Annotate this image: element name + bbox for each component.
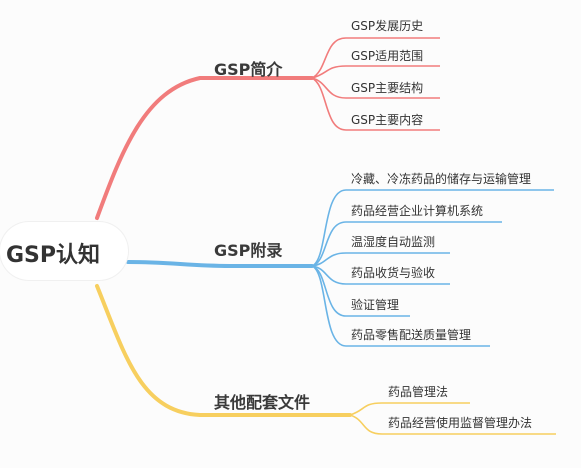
leaf-gsp-content[interactable]: GSP主要内容 — [351, 113, 424, 127]
leaf-gsp-scope[interactable]: GSP适用范围 — [351, 49, 424, 63]
leaf-supervision-measures[interactable]: 药品经营使用监督管理办法 — [388, 416, 533, 430]
connector-gsp-appendix-leaf-2 — [311, 221, 502, 267]
connector-gsp-appendix-leaf-3 — [311, 252, 450, 267]
leaf-receiving-inspection[interactable]: 药品收货与验收 — [351, 266, 436, 280]
connector-gsp-appendix-leaf-6 — [311, 265, 490, 347]
branch-gsp-intro[interactable]: GSP简介 — [214, 60, 283, 79]
connector-other-docs-leaf-1 — [349, 402, 470, 416]
leaf-validation-management[interactable]: 验证管理 — [351, 298, 400, 312]
branch-gsp-appendix-connectors — [126, 189, 554, 347]
root-node-label: GSP认知 — [6, 243, 101, 268]
branch-gsp-appendix[interactable]: GSP附录 — [214, 241, 283, 260]
leaf-retail-delivery-quality[interactable]: 药品零售配送质量管理 — [351, 328, 472, 342]
leaf-computer-system[interactable]: 药品经营企业计算机系统 — [351, 204, 484, 218]
leaf-gsp-structure[interactable]: GSP主要结构 — [351, 81, 424, 95]
connector-other-docs-leaf-2 — [349, 414, 556, 435]
branch-other-docs[interactable]: 其他配套文件 — [214, 393, 311, 412]
leaf-temp-humidity-monitoring[interactable]: 温湿度自动监测 — [351, 235, 436, 249]
connector-gsp-appendix-leaf-1 — [311, 189, 554, 267]
connector-gsp-intro-leaf-4 — [311, 77, 440, 131]
leaf-cold-chain-management[interactable]: 冷藏、冷冻药品的储存与运输管理 — [351, 172, 532, 186]
connector-gsp-appendix-leaf-4 — [311, 265, 450, 285]
branch-gsp-intro-connectors — [95, 37, 440, 220]
branch-other-docs-connectors — [95, 284, 556, 435]
connector-gsp-appendix-leaf-5 — [311, 265, 410, 317]
connector-root-to-other-docs — [95, 284, 352, 417]
connector-gsp-intro-leaf-1 — [311, 37, 440, 79]
leaf-gsp-history[interactable]: GSP发展历史 — [351, 19, 424, 33]
connector-gsp-intro-leaf-2 — [311, 65, 440, 79]
connector-gsp-intro-leaf-3 — [311, 77, 440, 99]
leaf-drug-administration-law[interactable]: 药品管理法 — [388, 385, 449, 399]
root-node[interactable] — [0, 222, 128, 280]
connector-root-to-gsp-intro — [95, 76, 314, 220]
connector-root-to-gsp-appendix — [126, 260, 314, 268]
